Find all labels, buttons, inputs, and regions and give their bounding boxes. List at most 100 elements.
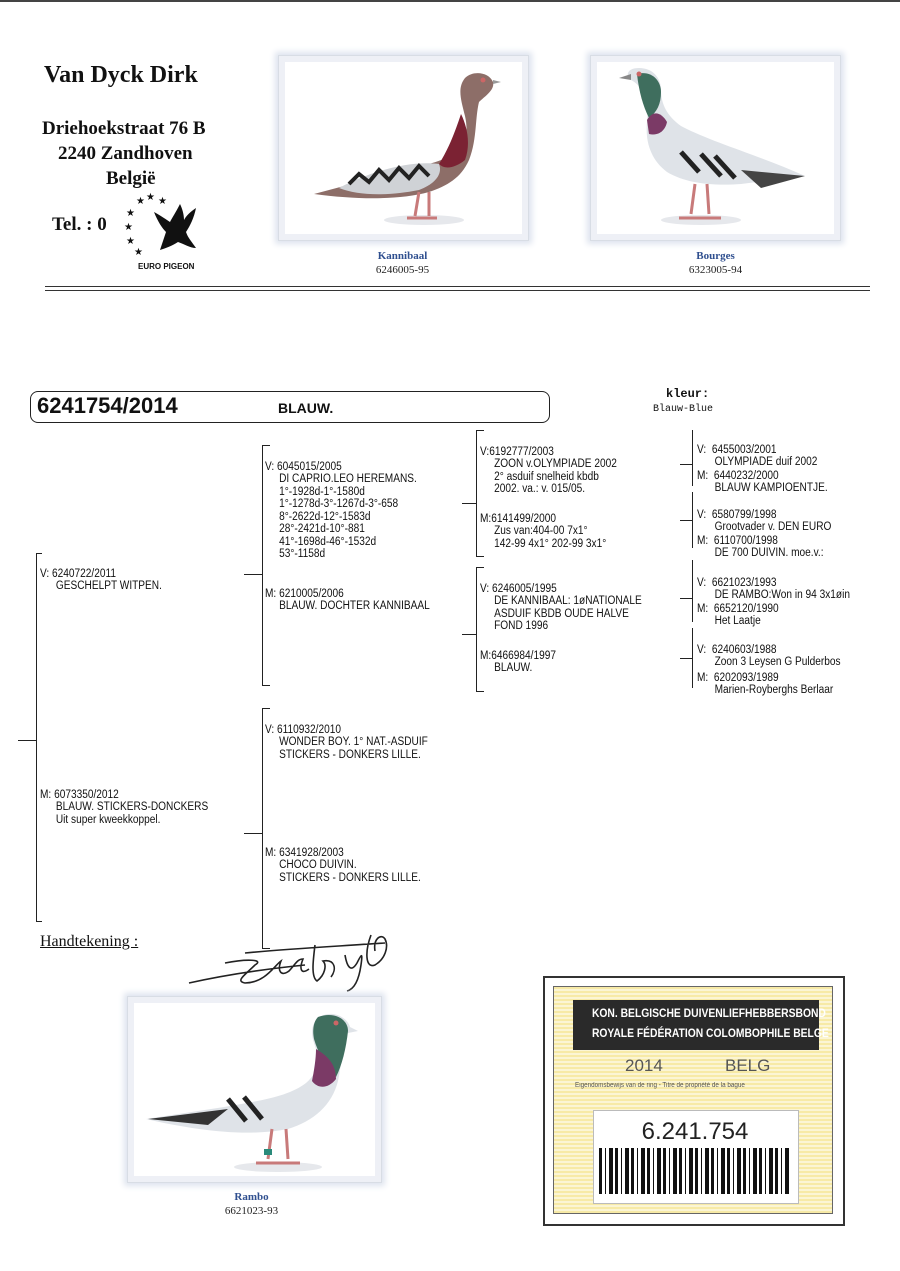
bracket-g1 bbox=[692, 430, 693, 486]
photo-rambo-name: Rambo bbox=[234, 1191, 269, 1203]
header-double-rule bbox=[45, 286, 870, 287]
breeder-city: 2240 Zandhoven bbox=[58, 143, 193, 164]
g2v-prefix: V: bbox=[697, 508, 707, 521]
fff-line-2: 2° asduif snelheid kbdb bbox=[494, 470, 599, 483]
ff-line-3: 1°-1278d-3°-1267d-3°-658 bbox=[279, 498, 399, 510]
kleur-value: Blauw-Blue bbox=[653, 404, 714, 415]
mm-ring: 6341928/2003 bbox=[279, 846, 344, 859]
ff-line-4: 8°-2622d-12°-1583d bbox=[279, 510, 371, 523]
bracket-g4 bbox=[692, 628, 693, 688]
photo-kannibaal-name: Kannibaal bbox=[377, 250, 428, 262]
fm-ring: 6210005/2006 bbox=[279, 587, 344, 600]
g3v-entry: V: 6621023/1993 DE RAMBO:Won in 94 3x1øi… bbox=[697, 564, 850, 602]
tick-ff bbox=[262, 445, 270, 446]
breeder-country: België bbox=[106, 168, 156, 189]
ff-ring: 6045015/2005 bbox=[277, 460, 342, 473]
ffm-ring: 6141499/2000 bbox=[491, 512, 556, 525]
svg-text:★: ★ bbox=[126, 236, 135, 247]
g4m-text: Marien-Royberghs Berlaar bbox=[714, 684, 834, 696]
fmm-entry: M:6466984/1997 BLAUW. bbox=[480, 637, 556, 675]
certificate-country: BELG bbox=[725, 1056, 771, 1075]
connector-fm bbox=[462, 634, 476, 635]
fff-line-1: ZOON v.OLYMPIADE 2002 bbox=[494, 458, 617, 470]
svg-text:★: ★ bbox=[136, 196, 145, 207]
mother-prefix: M: bbox=[40, 788, 52, 801]
bracket-father-parents bbox=[262, 445, 263, 685]
fmf-line-3: FOND 1996 bbox=[494, 620, 549, 632]
fff-line-3: 2002. va.: v. 015/05. bbox=[494, 483, 586, 495]
main-bird-box bbox=[30, 391, 550, 423]
kleur-label: kleur: bbox=[666, 387, 710, 401]
connector-g1 bbox=[680, 464, 692, 465]
photo-rambo bbox=[127, 996, 382, 1183]
certificate-line-1: KON. BELGISCHE DUIVENLIEFHEBBERSBOND bbox=[591, 1006, 826, 1020]
main-bird-color: BLAUW. bbox=[278, 400, 334, 416]
tick-fm bbox=[262, 685, 270, 686]
top-border bbox=[0, 0, 900, 2]
pigeon-bourges-image bbox=[619, 68, 805, 225]
ffm-line-2: 142-99 4x1° 202-99 3x1° bbox=[494, 537, 607, 550]
fm-prefix: M: bbox=[265, 587, 277, 600]
connector-g2 bbox=[680, 520, 692, 521]
fff-entry: V:6192777/2003 ZOON v.OLYMPIADE 2002 2° … bbox=[480, 433, 617, 496]
g3m-ring: 6652120/1990 bbox=[713, 602, 779, 615]
photo-bourges bbox=[590, 55, 841, 241]
g3m-text: Het Laatje bbox=[714, 615, 761, 627]
photo-kannibaal bbox=[278, 55, 529, 241]
mother-line-2: Uit super kweekkoppel. bbox=[55, 813, 161, 826]
ff-line-2: 1°-1928d-1°-1580d bbox=[279, 485, 365, 498]
fm-text: BLAUW. DOCHTER KANNIBAAL bbox=[279, 600, 430, 612]
svg-text:★: ★ bbox=[134, 247, 143, 258]
certificate-year: 2014 bbox=[625, 1056, 663, 1075]
connector-father bbox=[244, 574, 262, 575]
fm-entry: M: 6210005/2006 BLAUW. DOCHTER KANNIBAAL bbox=[265, 575, 430, 613]
g4m-prefix: M: bbox=[697, 671, 709, 684]
svg-text:★: ★ bbox=[158, 196, 167, 207]
svg-text:★: ★ bbox=[146, 192, 155, 203]
mf-prefix: V: bbox=[265, 723, 275, 736]
mm-prefix: M: bbox=[265, 846, 277, 859]
g3v-ring: 6621023/1993 bbox=[711, 576, 777, 589]
fmf-prefix: V: bbox=[480, 582, 490, 595]
g2m-prefix: M: bbox=[697, 534, 709, 547]
fff-prefix: V: bbox=[480, 445, 490, 458]
connector-main bbox=[18, 740, 36, 741]
tick-ffm bbox=[476, 556, 484, 557]
connector-g3 bbox=[680, 598, 692, 599]
mf-line-2: STICKERS - DONKERS LILLE. bbox=[279, 748, 421, 761]
g2v-ring: 6580799/1998 bbox=[711, 508, 777, 521]
pigeon-rambo-image bbox=[146, 1013, 358, 1172]
g2m-text: DE 700 DUIVIN. moe.v.: bbox=[714, 547, 824, 559]
g2m-entry: M: 6110700/1998 DE 700 DUIVIN. moe.v.: bbox=[697, 522, 824, 560]
signature bbox=[185, 925, 415, 995]
tick-fmf bbox=[476, 567, 484, 568]
signature-icon bbox=[188, 934, 388, 992]
photo-bourges-name: Bourges bbox=[696, 250, 735, 262]
g4m-entry: M: 6202093/1989 Marien-Royberghs Berlaar bbox=[697, 659, 833, 697]
fmm-text: BLAUW. bbox=[494, 662, 533, 674]
ffm-entry: M:6141499/2000 Zus van:404-00 7x1° 142-9… bbox=[480, 500, 606, 550]
connector-ff bbox=[462, 503, 476, 504]
mother-line-1: BLAUW. STICKERS-DONCKERS bbox=[55, 801, 209, 813]
pigeon-kannibaal-image bbox=[314, 73, 501, 225]
father-prefix: V: bbox=[40, 567, 50, 580]
ff-line-6: 41°-1698d-46°-1532d bbox=[279, 535, 377, 548]
breeder-name: Van Dyck Dirk bbox=[44, 62, 198, 88]
fmf-line-2: ASDUIF KBDB OUDE HALVE bbox=[494, 607, 629, 620]
logo-text: EURO PIGEON bbox=[138, 262, 195, 271]
bracket-mother-parents bbox=[262, 708, 263, 948]
g1m-ring: 6440232/2000 bbox=[713, 469, 779, 482]
fmm-prefix: M: bbox=[480, 649, 492, 662]
euro-pigeon-logo: ★★★ ★★★★ bbox=[120, 192, 210, 272]
bracket-parents bbox=[36, 553, 37, 921]
mf-entry: V: 6110932/2010 WONDER BOY. 1° NAT.-ASDU… bbox=[265, 711, 428, 761]
fmf-line-1: DE KANNIBAAL: 1øNATIONALE bbox=[494, 595, 642, 607]
g2v-entry: V: 6580799/1998 Grootvader v. DEN EURO bbox=[697, 496, 831, 534]
ff-prefix: V: bbox=[265, 460, 275, 473]
certificate-small-text: Eigendomsbewijs van de ring - Titre de p… bbox=[575, 1082, 745, 1089]
barcode bbox=[599, 1148, 791, 1194]
svg-text:★: ★ bbox=[124, 222, 133, 233]
tick-mm bbox=[262, 948, 270, 949]
mother-entry: M: 6073350/2012 BLAUW. STICKERS-DONCKERS… bbox=[40, 776, 208, 826]
mf-line-1: WONDER BOY. 1° NAT.-ASDUIF bbox=[279, 736, 428, 748]
